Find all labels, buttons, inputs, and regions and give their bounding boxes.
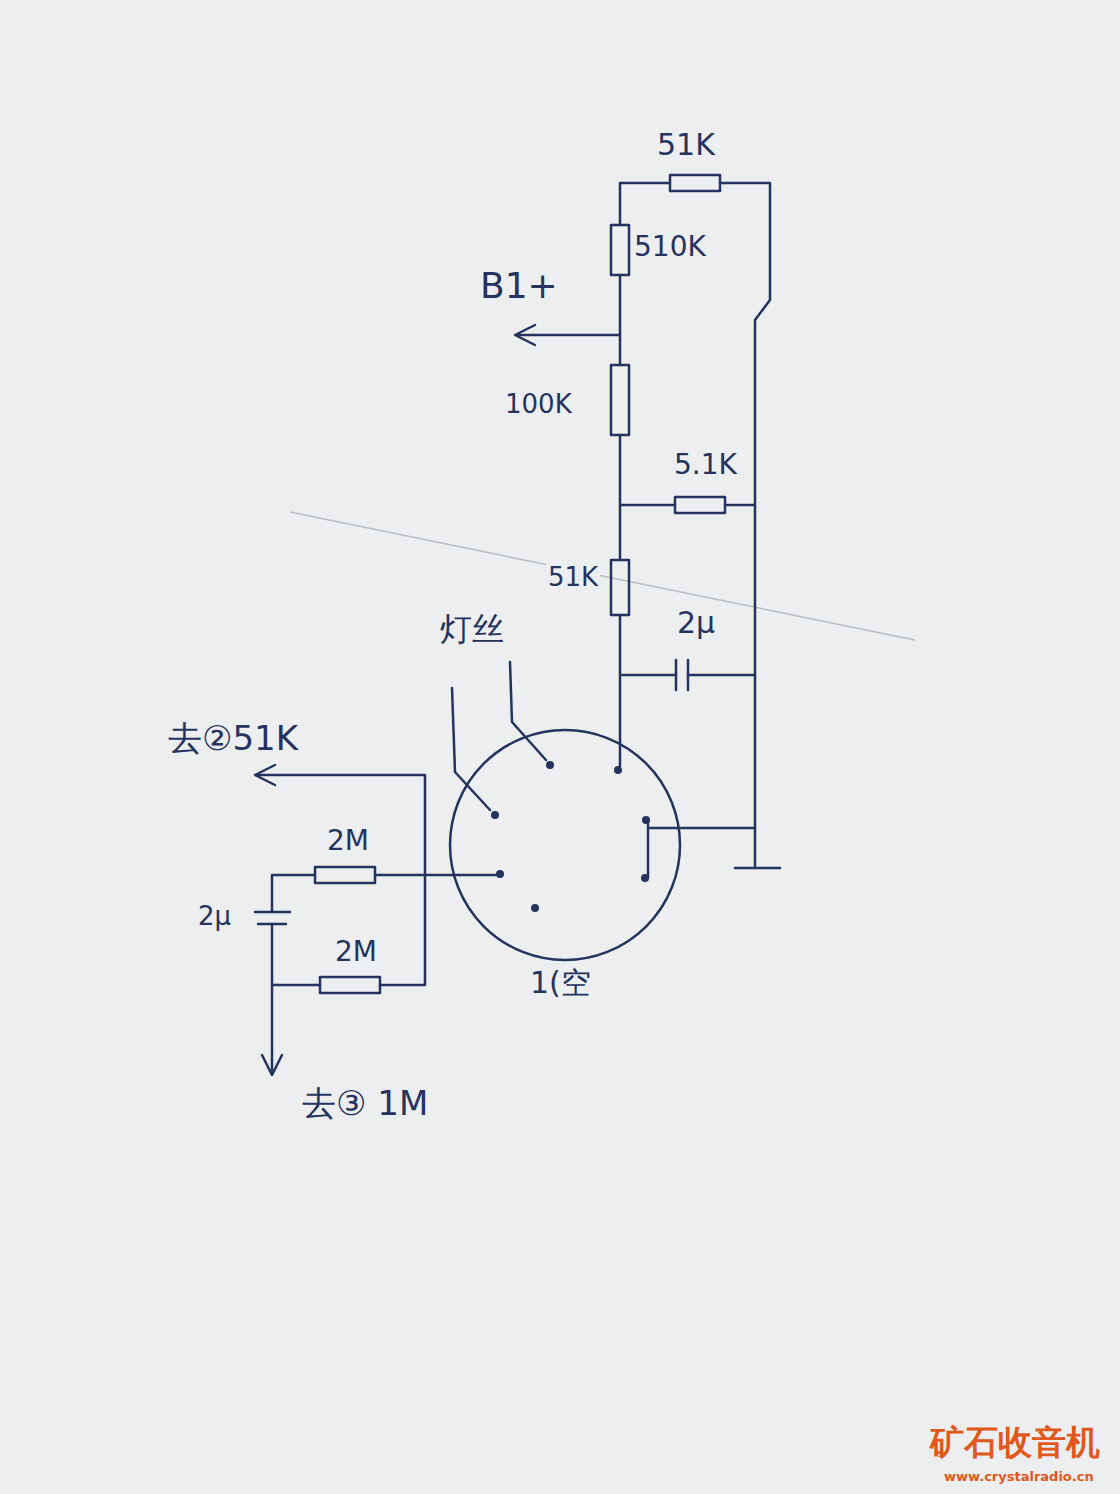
resistor-symbol	[611, 365, 629, 435]
signal-name: 去②51K	[166, 720, 300, 757]
capacitor-value: 2μ	[196, 902, 233, 931]
resistor-symbol	[670, 175, 720, 191]
pencil-line	[290, 512, 915, 640]
pin-name: 灯丝	[438, 612, 506, 647]
resistor-value: 100K	[503, 390, 574, 419]
tube-socket	[450, 730, 680, 960]
arrow-head	[515, 325, 535, 345]
capacitor-value: 2μ	[675, 606, 717, 639]
pin-dot	[496, 870, 504, 878]
leader-line	[452, 662, 546, 810]
socket-pins	[491, 761, 650, 912]
pin-dot	[491, 811, 499, 819]
watermark: 矿石收音机	[928, 1424, 1102, 1461]
pin-dot	[546, 761, 554, 769]
resistor-symbol	[611, 560, 629, 615]
arrow-head	[262, 1055, 282, 1075]
capacitor-symbol	[676, 660, 688, 690]
watermark: www.crystalradio.cn	[942, 1470, 1096, 1484]
resistor-symbol	[675, 497, 725, 513]
resistor-symbol	[320, 977, 380, 993]
resistor-symbol	[611, 225, 629, 275]
pin-name: 1(空	[528, 966, 593, 999]
capacitor-symbol	[255, 912, 290, 924]
pin-dot	[531, 904, 539, 912]
resistor-symbol	[315, 867, 375, 883]
resistor-value: 5.1K	[672, 450, 739, 481]
resistor-value: 2M	[333, 937, 379, 968]
pin-dot	[614, 766, 622, 774]
resistor-value: 2M	[325, 826, 371, 857]
wires	[255, 175, 780, 1075]
arrow-head	[255, 765, 275, 785]
supply-name: B1+	[478, 266, 560, 306]
signal-name: 去③ 1M	[300, 1085, 430, 1122]
pin-dot	[641, 874, 649, 882]
resistor-value: 510K	[632, 232, 708, 263]
wire	[257, 183, 780, 1073]
pin-dot	[642, 816, 650, 824]
resistor-value: 51K	[546, 563, 600, 592]
resistor-value: 51K	[655, 128, 717, 161]
